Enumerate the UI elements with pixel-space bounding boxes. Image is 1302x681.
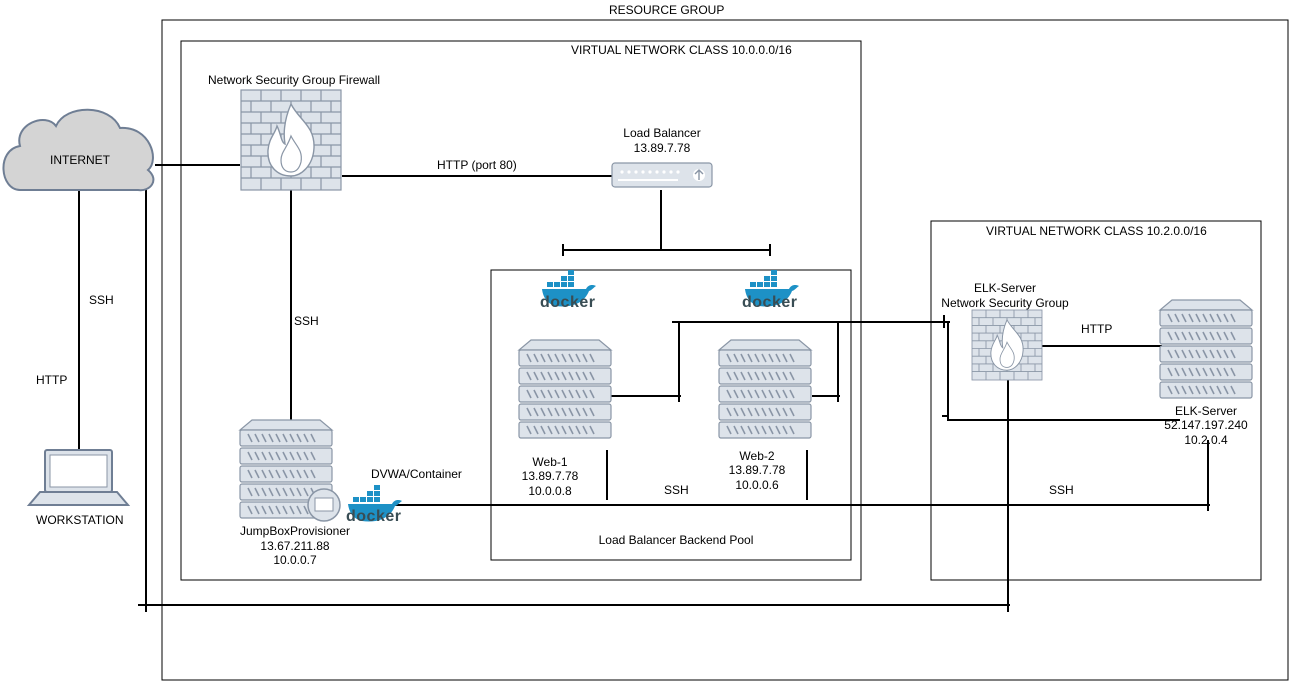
- backend-pool-label: Load Balancer Backend Pool: [598, 533, 754, 547]
- http-port80-label: HTTP (port 80): [437, 158, 517, 172]
- docker-wordmark-jumpbox: docker: [346, 508, 402, 525]
- web1-server-icon: [518, 339, 612, 439]
- jumpbox-public-ip: 13.67.211.88: [260, 539, 330, 553]
- web2-server-icon: [718, 339, 812, 439]
- line-lb-pool: [562, 190, 771, 256]
- web2-private-ip: 10.0.0.6: [735, 478, 779, 492]
- firewall-label: Network Security Group Firewall: [208, 73, 381, 87]
- elk-server-public-ip: 52.147.197.240: [1164, 418, 1248, 432]
- elk-server-private-ip: 10.2.0.4: [1184, 433, 1228, 447]
- ssh-jumpbox-webs-label: SSH: [664, 483, 689, 497]
- load-balancer-name: Load Balancer: [623, 126, 701, 140]
- ssh-jumpbox-elk-label: SSH: [1049, 483, 1074, 497]
- web1-private-ip: 10.0.0.8: [528, 484, 572, 498]
- dvwa-container-label: DVWA/Container: [371, 467, 462, 481]
- web1-public-ip: 13.89.7.78: [521, 469, 579, 483]
- internet-cloud: [2, 108, 155, 192]
- vnet2-title: VIRTUAL NETWORK CLASS 10.2.0.0/16: [986, 224, 1207, 238]
- ssh-firewall-jumpbox-label: SSH: [294, 314, 319, 328]
- jumpbox-private-ip: 10.0.0.7: [273, 553, 317, 567]
- line-web2-elk: [812, 322, 840, 402]
- workstation-label: WORKSTATION: [36, 513, 124, 527]
- web2-name: Web-2: [739, 449, 775, 463]
- line-web1-elk: [611, 315, 950, 402]
- connections: [78, 164, 1210, 612]
- elk-server-icon: [1159, 299, 1253, 399]
- http-elk-label: HTTP: [1081, 322, 1113, 336]
- ssh-internet-workstation-label: SSH: [89, 293, 114, 307]
- elk-server-name: ELK-Server: [1174, 404, 1238, 418]
- web2-public-ip: 13.89.7.78: [728, 463, 786, 477]
- containers: [161, 19, 1289, 681]
- web1-name: Web-1: [532, 455, 568, 469]
- http-internet-workstation-label: HTTP: [36, 373, 68, 387]
- docker-wordmark-web2: docker: [742, 294, 798, 311]
- vnet1-box: [180, 40, 862, 581]
- elk-nsg-line2: Network Security Group: [941, 296, 1069, 310]
- backend-pool-box: [490, 269, 852, 561]
- elk-nsg-line1: ELK-Server: [973, 281, 1037, 295]
- vnet2-box: [930, 220, 1262, 581]
- load-balancer-ip: 13.89.7.78: [633, 141, 691, 155]
- vnet1-title: VIRTUAL NETWORK CLASS 10.0.0.0/16: [571, 43, 792, 57]
- load-balancer-icon: [611, 162, 713, 188]
- jumpbox-server-icon: [239, 419, 341, 522]
- resource-group-box: [161, 19, 1289, 681]
- internet-label: INTERNET: [50, 153, 110, 167]
- elk-nsg-firewall-icon: [971, 309, 1043, 381]
- nsg-firewall-icon: [240, 89, 342, 191]
- docker-wordmark-web1: docker: [540, 294, 596, 311]
- jumpbox-name: JumpBoxProvisioner: [239, 524, 351, 538]
- line-jumpbox-ssh: [375, 440, 1210, 511]
- line-elk-network-lower: [942, 322, 1180, 421]
- workstation-laptop-icon: [26, 449, 131, 506]
- resource-group-title: RESOURCE GROUP: [609, 3, 725, 17]
- line-internet-elk-nsg: [138, 188, 1010, 612]
